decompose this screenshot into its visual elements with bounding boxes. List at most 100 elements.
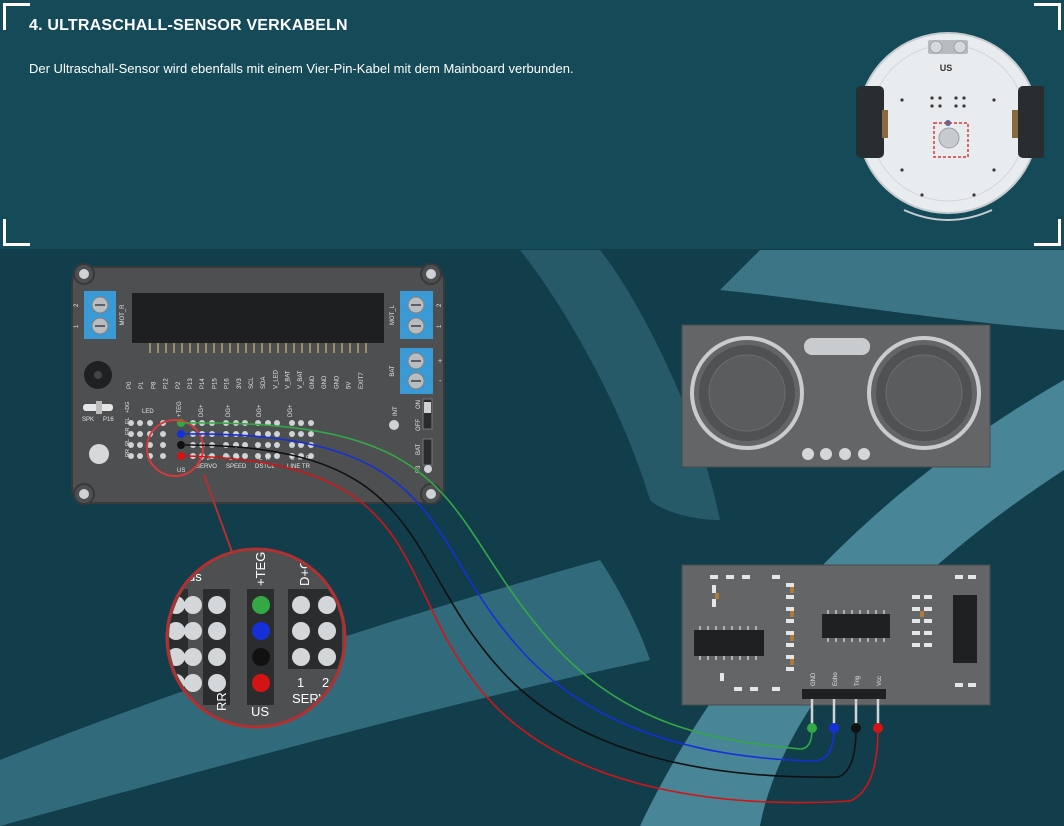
bat-plus: + [438,358,442,365]
header-pin [160,442,166,448]
ultrasonic-sensor-back: GND Echo Trig Vcc [681,564,991,733]
step-description: Der Ultraschall-Sensor wird ebenfalls mi… [29,61,574,76]
led-side-labels: +DG FL FR RL RR [125,402,131,457]
header-pin [137,420,143,426]
pin-label: V_BAT [298,370,304,389]
spk-label: SPK [82,417,94,423]
header-pin [137,442,143,448]
led-label: LED [142,409,154,415]
led-side-label: +DG [125,402,131,413]
pin-label: V_BAT [286,370,292,389]
zoom-servo-2: 2 [322,675,329,690]
pin-label: 5V [347,382,353,389]
frame-corner-top-left [3,3,30,30]
pin-label: P12 [164,378,170,389]
line-label: LINE TR [287,464,311,470]
sensor-pin-gnd: GND [811,672,817,686]
pin-label: GND [310,375,316,389]
frame-corner-top-right [1034,3,1061,30]
mot-l-label: MOT_L [390,304,396,325]
zoom-inset: us +TEG D+G RR US 1 2 SERV [165,547,347,729]
header-pin [255,442,261,448]
header-pin [242,453,248,459]
header-pin [233,431,239,437]
led-side-label: FR [125,428,131,435]
pin-label: GND [334,375,340,389]
header-pin [274,431,280,437]
header-pin [137,453,143,459]
mot-r-pin1: 1 [74,324,80,328]
bat-minus: - [439,378,442,385]
teg-label: +TEG [177,401,183,417]
header-pin [265,442,271,448]
header-pin [242,442,248,448]
header-pin [265,453,271,459]
pin-label: P1 [139,381,145,389]
pin-label: P8 [151,381,157,389]
dg2-label: DG+ [226,404,232,417]
bat-label: BAT [390,365,396,377]
mot-r-pin2: 2 [74,303,80,307]
header-pin [128,420,134,426]
header-pin [160,431,166,437]
zoom-servo-1: 1 [297,675,304,690]
header-pin [298,431,304,437]
frame-corner-bottom-left [3,219,30,246]
speed-label: SPEED [226,464,247,470]
header-pin [308,420,314,426]
zoom-teg-label: +TEG [253,552,268,586]
header-pin [265,431,271,437]
pin-label: P13 [188,378,194,389]
p3-label: P3 [416,465,422,473]
pin-label: SCL [249,377,255,389]
pin-label: EXIT7 [359,372,365,389]
led-side-label: FL [125,418,131,424]
off-label: OFF [416,419,422,431]
zoom-rr-label: RR [214,692,229,711]
header-pin [298,442,304,448]
header-pin [308,453,314,459]
four-pin-cable [184,422,879,804]
pin-label: SDA [261,377,267,389]
dg4-label: DG+ [288,404,294,417]
header-pin [255,453,261,459]
dstcl-label: DSTCL [255,464,275,470]
robot-chassis-image: US [856,32,1044,221]
p16-label: P16 [103,417,114,423]
servo-label: SERVO [196,464,217,470]
sensor-pin-echo: Echo [833,672,839,686]
pin-label: V_LED [273,369,279,389]
header-pin [128,453,134,459]
header-pin [137,431,143,437]
pin-label: 3V3 [237,378,243,389]
led-side-label: RR [125,449,131,457]
header-pin [274,420,280,426]
header-pin [128,431,134,437]
header-pin [274,453,280,459]
pin-label: P0 [127,381,133,389]
sensor-pin-trig: Trig [855,676,861,686]
on-label: ON [416,400,422,409]
header-pin [128,442,134,448]
frame-corner-bottom-right [1034,219,1061,246]
pin-label: P14 [200,378,206,389]
line-nums: L M R [291,456,311,462]
sensor-pin-vcc: Vcc [877,676,883,686]
led-side-label: RL [125,439,131,446]
header-pin [289,420,295,426]
header-pin [274,442,280,448]
bat2-label: BAT [416,443,422,455]
header-pin [233,453,239,459]
zoom-us-label: US [251,704,269,719]
pin-label: GND [322,375,328,389]
ultrasonic-sensor-front [681,324,991,468]
header-pin [255,431,261,437]
robot-us-label: US [940,63,953,73]
step-title: 4. ULTRASCHALL-SENSOR VERKABELN [29,17,348,34]
header-pin [289,442,295,448]
instruction-header: 4. ULTRASCHALL-SENSOR VERKABELN Der Ultr… [0,0,1064,249]
header-pin [298,420,304,426]
